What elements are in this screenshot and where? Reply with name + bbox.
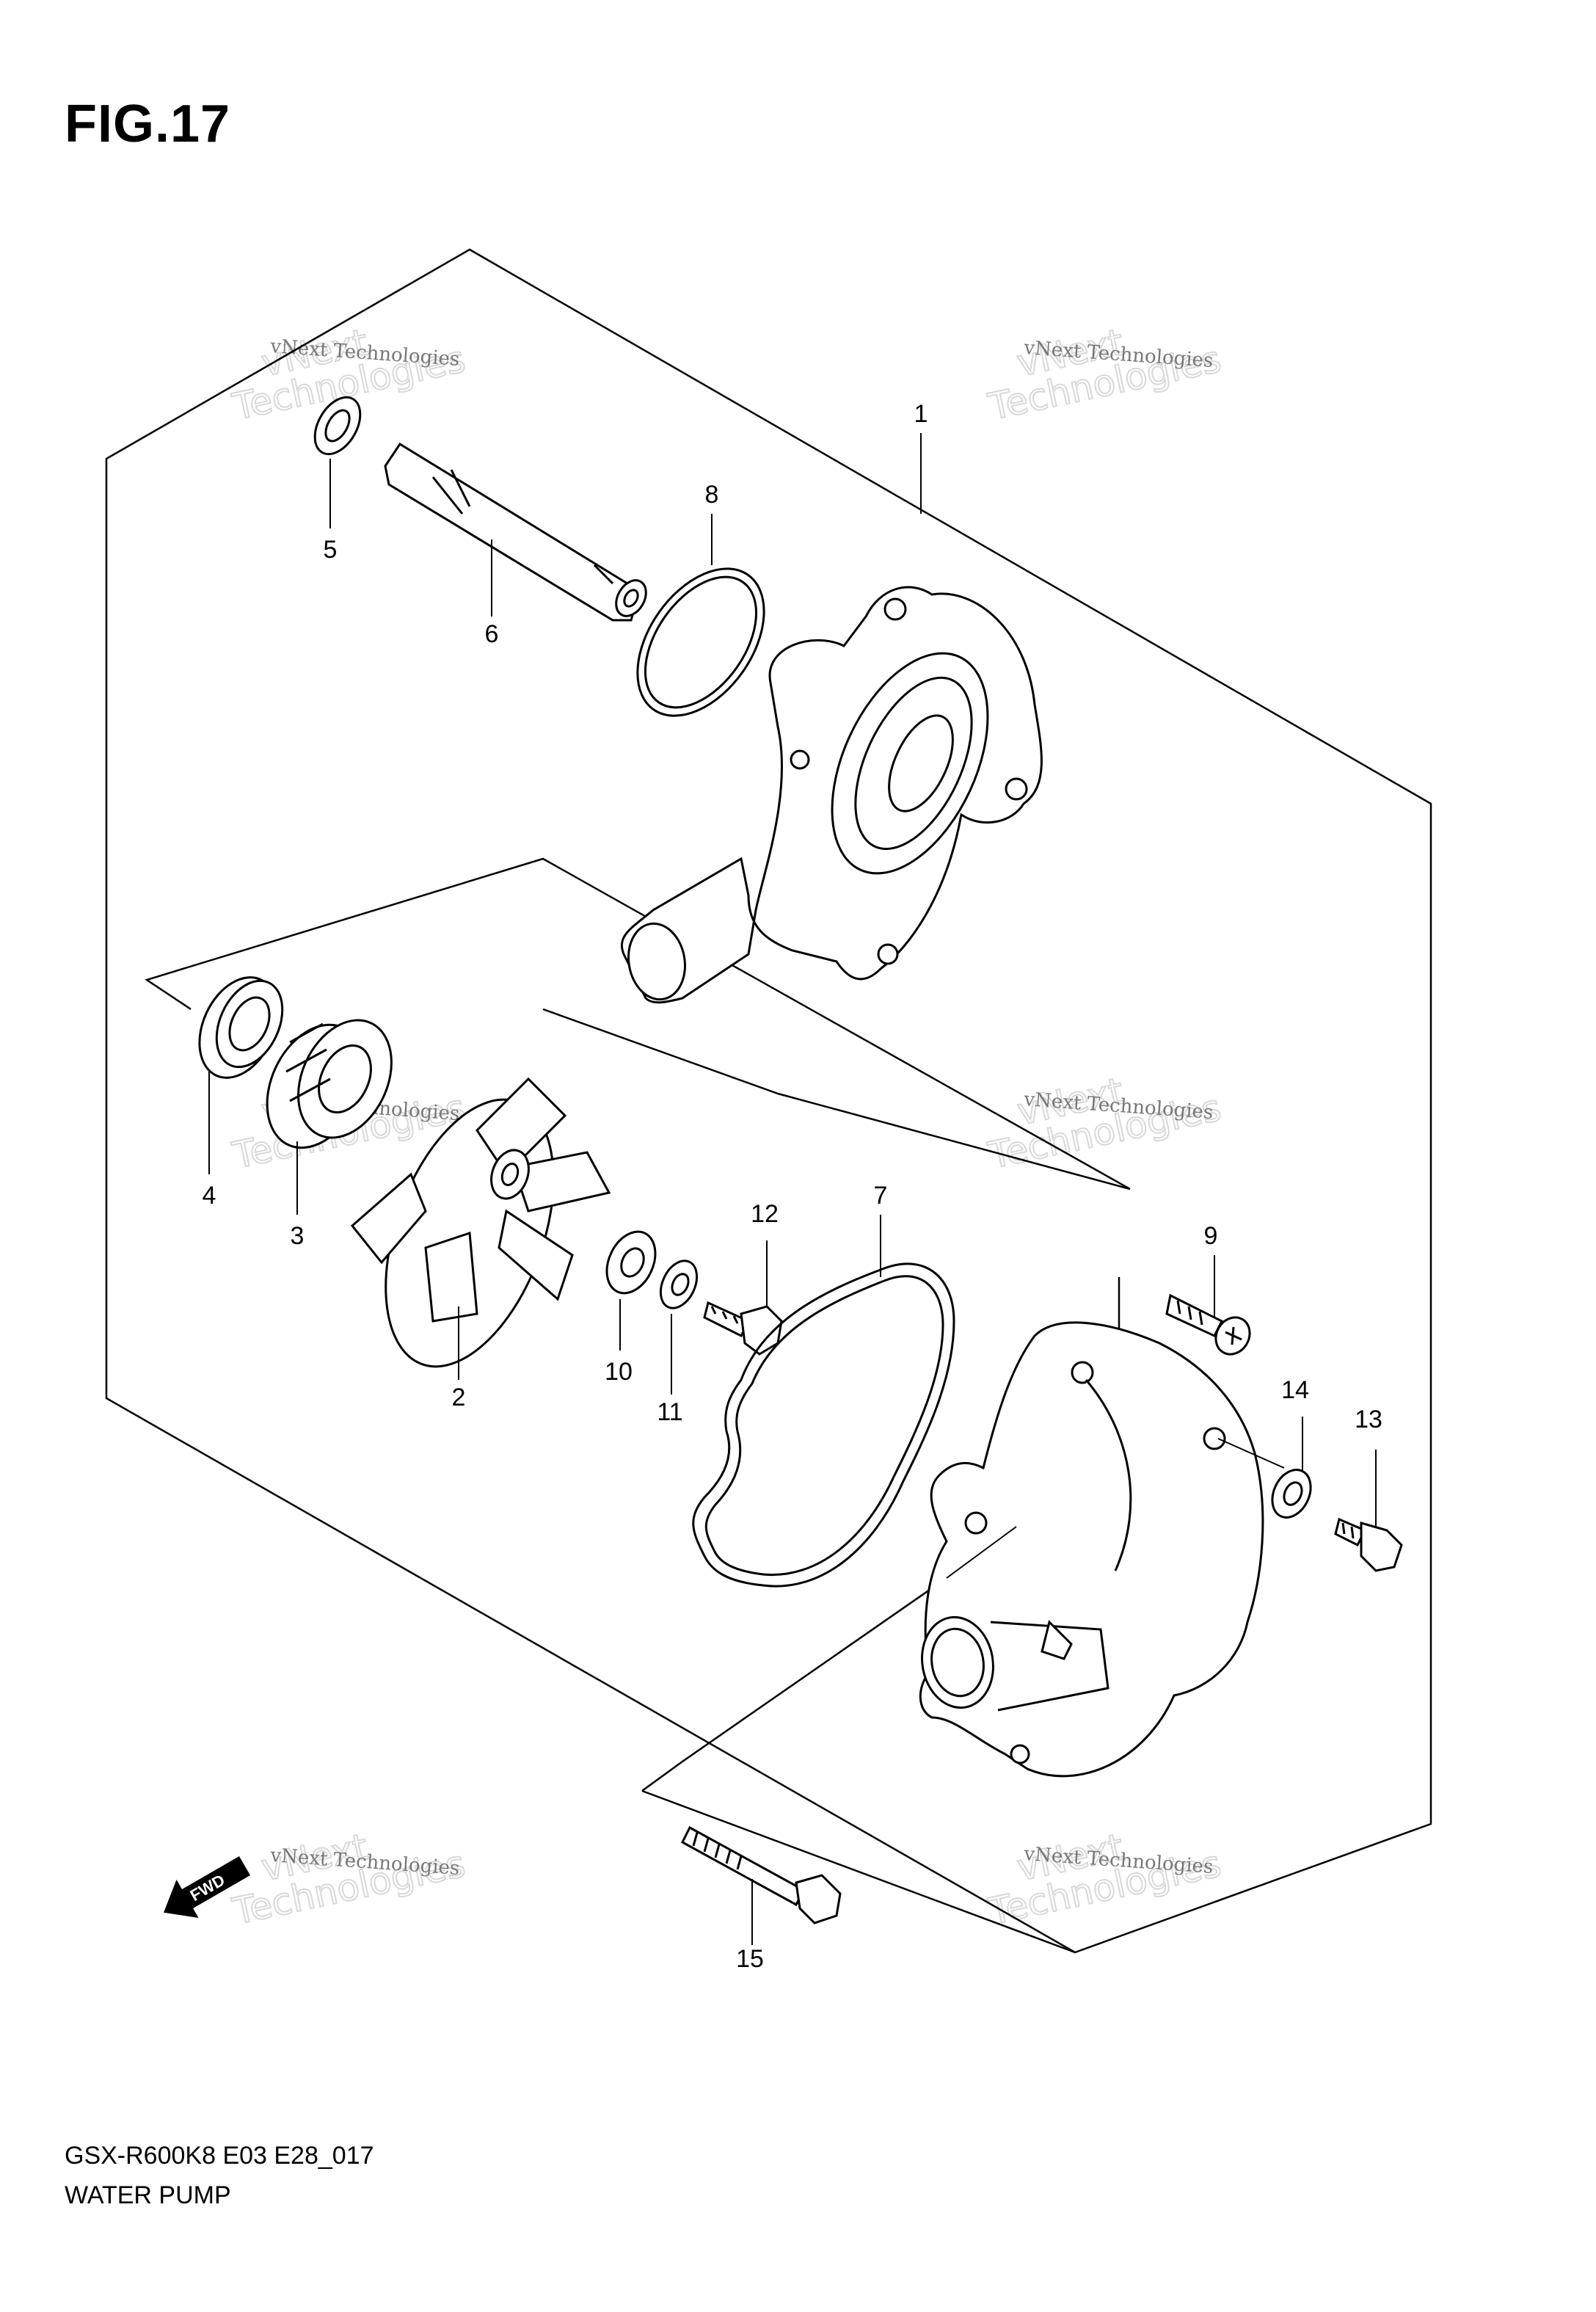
figure-title: FIG.17 <box>65 95 231 153</box>
part-1-pump-housing <box>620 586 1043 1004</box>
sub-assembly-bracket-lower <box>542 1008 779 1095</box>
part-6-shaft <box>384 442 647 622</box>
part-11-washer <box>659 1259 699 1309</box>
callout-numbers: 1 2 3 4 5 6 7 8 9 10 11 12 13 14 15 <box>203 400 1382 1973</box>
callout-6: 6 <box>485 620 499 648</box>
callout-3: 3 <box>291 1222 305 1250</box>
part-12-bolt <box>703 1301 783 1356</box>
callout-8: 8 <box>705 481 719 509</box>
cover-leader <box>1217 1438 1285 1469</box>
part-7-gasket <box>692 1262 955 1588</box>
part-10-washer <box>605 1230 657 1295</box>
callout-9: 9 <box>1204 1222 1218 1250</box>
callout-1: 1 <box>914 400 928 428</box>
bolt-15-bracket <box>641 1577 947 1792</box>
callout-13: 13 <box>1355 1406 1382 1433</box>
callout-14: 14 <box>1281 1376 1309 1404</box>
sub-assembly-bracket <box>145 857 1131 1190</box>
diagram-name-label: WATER PUMP <box>65 2181 231 2209</box>
part-3-mechanical-seal <box>266 1019 393 1149</box>
callout-15: 15 <box>736 1945 764 1973</box>
callout-7: 7 <box>874 1182 888 1210</box>
part-8-o-ring <box>636 567 765 717</box>
part-2-impeller <box>350 1077 611 1368</box>
callout-4: 4 <box>203 1182 216 1210</box>
callout-10: 10 <box>605 1358 633 1386</box>
cover-leader-bolt15 <box>946 1526 1017 1579</box>
part-5-washer <box>313 396 362 456</box>
callout-5: 5 <box>324 536 338 564</box>
assembly-boundary-outline <box>105 248 1432 1954</box>
part-4-oil-seal <box>198 976 284 1079</box>
watermark-top-right: vNext Technologies <box>984 320 1225 429</box>
model-code-label: GSX-R600K8 E03 E28_017 <box>65 2142 374 2170</box>
callout-12: 12 <box>751 1200 779 1228</box>
part-9-screw <box>1165 1293 1251 1356</box>
part-14-washer <box>1271 1469 1312 1519</box>
callout-2: 2 <box>452 1384 466 1411</box>
part-15-long-bolt <box>681 1825 842 1924</box>
callout-11: 11 <box>657 1398 682 1426</box>
boundary-tick <box>641 1789 1076 1954</box>
pump-cover <box>919 1321 1264 1778</box>
part-13-bolt <box>1334 1517 1403 1572</box>
